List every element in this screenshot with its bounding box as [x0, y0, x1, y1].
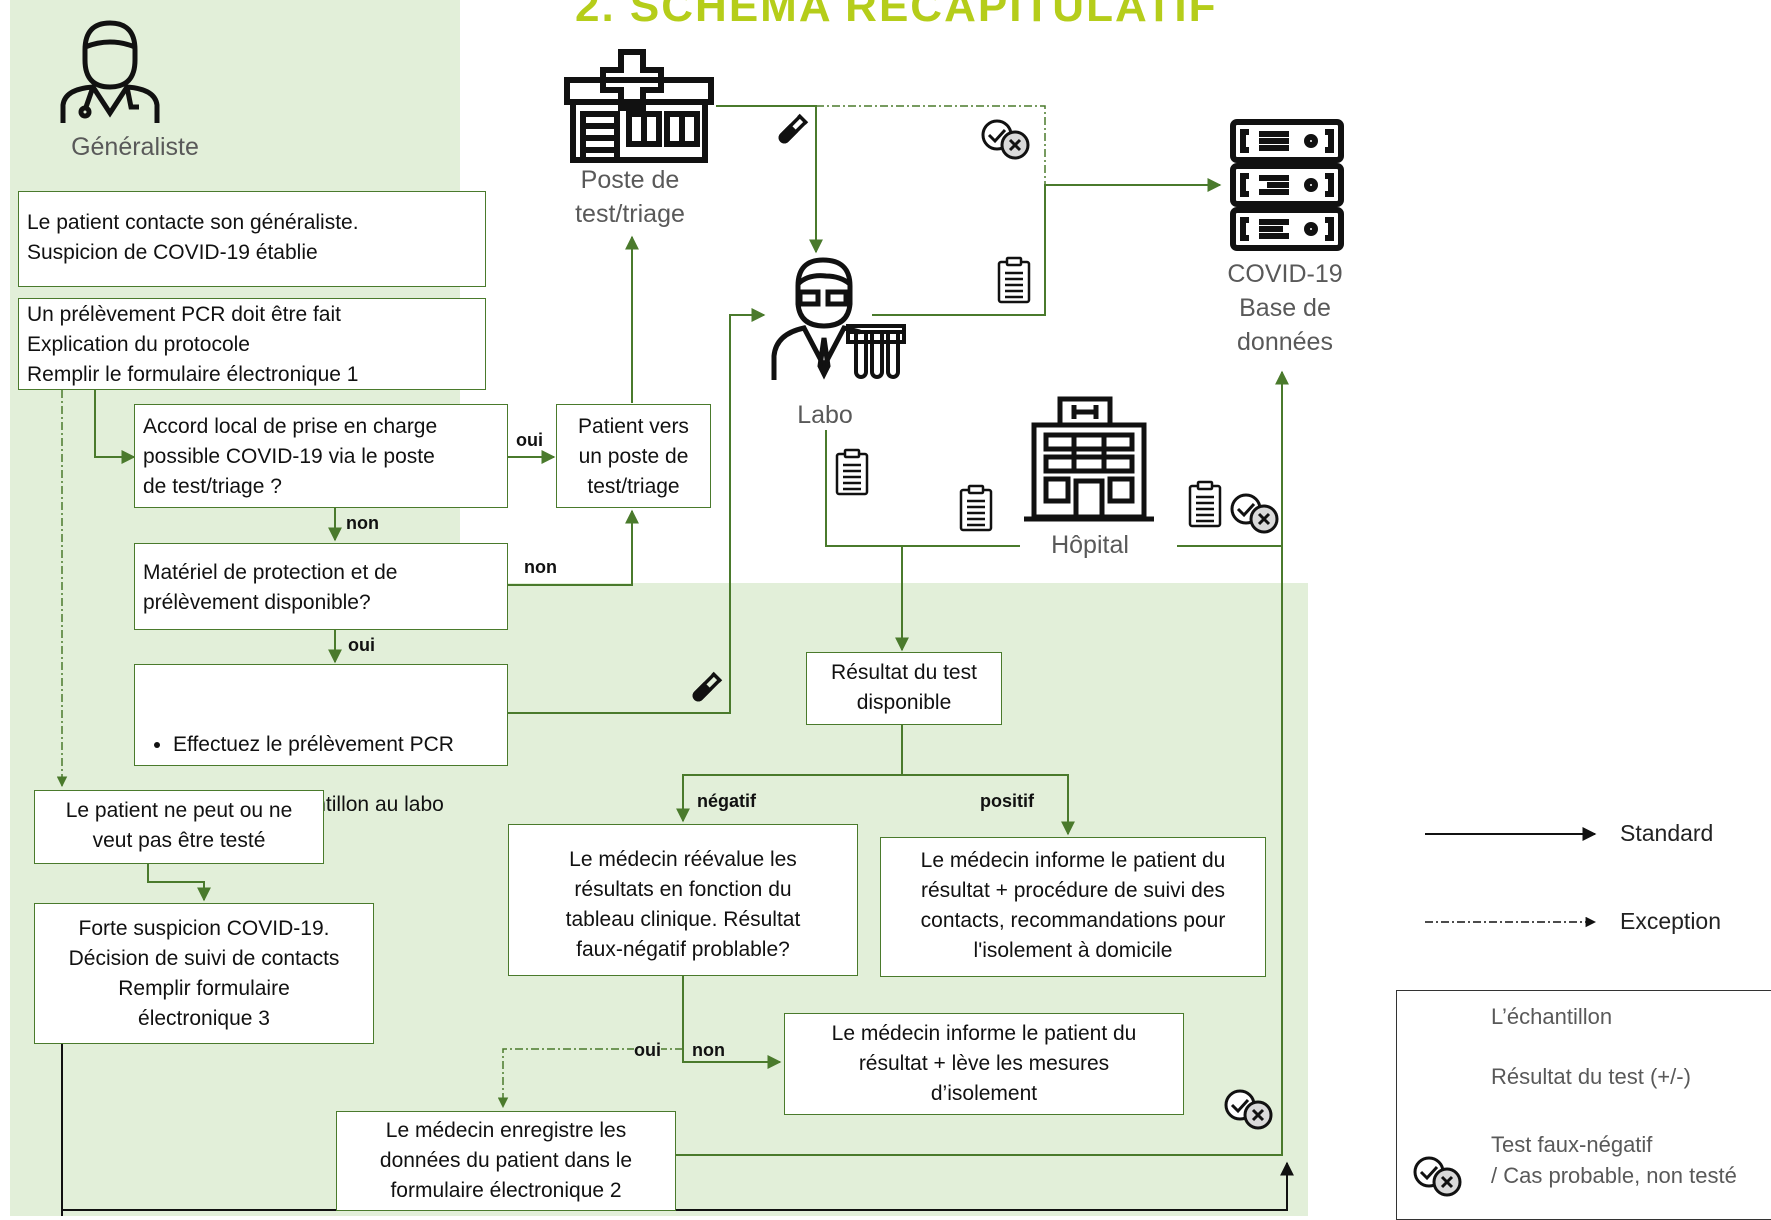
edge-pcr-accord — [94, 390, 136, 464]
box-contact: Le patient contacte son généraliste. Sus… — [18, 191, 486, 287]
label-oui-reeval: oui — [634, 1040, 661, 1061]
edge-effectuez-labo — [508, 308, 766, 714]
label-positif: positif — [980, 791, 1034, 811]
hospital-icon — [1024, 396, 1154, 522]
label-non-accord: non — [346, 513, 379, 533]
edge-enregistre-db — [675, 546, 1283, 1156]
box-resultat: Résultat du test disponible — [806, 652, 1002, 725]
edge-testpost-db-exception — [816, 105, 1046, 185]
box-reevalue: Le médecin réévalue les résultats en fon… — [508, 824, 858, 976]
clipboard-icon — [997, 256, 1031, 304]
clinic-icon — [564, 49, 714, 163]
check-cross-icon — [1224, 1089, 1273, 1130]
clipboard-icon — [959, 484, 993, 532]
box-patient-post: Patient vers un poste de test/triage — [556, 404, 711, 508]
label-oui-materiel: oui — [348, 635, 375, 655]
legend-result-label: Résultat du test (+/-) — [1491, 1064, 1691, 1089]
edge-labo-db — [872, 178, 1222, 316]
legend-false-negative-label: Test faux-négatif / Cas probable, non te… — [1491, 1132, 1737, 1188]
edge-reeval-oui — [497, 1048, 683, 1109]
check-cross-icon — [1413, 1156, 1462, 1197]
database-label: COVID-19 Base de données — [1227, 260, 1343, 356]
edge-materiel-non — [508, 509, 639, 586]
label-negatif: négatif — [697, 791, 757, 811]
box-accord: Accord local de prise en charge possible… — [134, 404, 508, 508]
clipboard-icon — [835, 448, 869, 496]
box-pcr: Un prélèvement PCR doit être fait Explic… — [18, 298, 486, 390]
label-oui-accord: oui — [516, 430, 543, 450]
box-effectuez: Effectuez le prélèvement PCR Envoyez l’é… — [134, 664, 508, 816]
lab-label: Labo — [797, 401, 853, 429]
edge-labo-resultat — [825, 430, 1020, 547]
effectuez-item-1: Effectuez le prélèvement PCR — [173, 730, 499, 760]
legend-standard-label: Standard — [1620, 820, 1714, 846]
edge-resultat-positif — [902, 774, 1075, 836]
legend-exception-label: Exception — [1620, 908, 1722, 934]
label-non-materiel: non — [524, 557, 557, 577]
database-server-icon — [1230, 119, 1344, 251]
check-cross-icon — [981, 119, 1030, 160]
hospital-label: Hôpital — [1051, 531, 1129, 559]
test-post-label: Poste de test/triage — [575, 166, 685, 228]
box-enregistre: Le médecin enregistre les données du pat… — [336, 1111, 676, 1211]
edge-cannot-forte — [147, 864, 211, 902]
page-title: 2. SCHEMA RECAPITULATIF — [575, 0, 1218, 31]
generalist-label: Généraliste — [71, 133, 199, 161]
box-forte: Forte suspicion COVID-19. Décision de su… — [34, 903, 374, 1044]
lab-doctor-icon — [771, 257, 906, 380]
legend-sample-label: L’échantillon — [1491, 1004, 1613, 1029]
label-non-reeval: non — [692, 1040, 725, 1060]
box-cannot-test: Le patient ne peut ou ne veut pas être t… — [34, 790, 324, 864]
test-tube-icon — [692, 671, 723, 702]
check-cross-icon — [1230, 493, 1279, 534]
box-materiel: Matériel de protection et de prélèvement… — [134, 543, 508, 630]
box-informe-pos: Le médecin informe le patient du résulta… — [880, 837, 1266, 977]
edge-resultat-split — [676, 725, 903, 823]
doctor-icon — [60, 20, 160, 123]
test-tube-icon — [778, 113, 809, 144]
box-informe-neg: Le médecin informe le patient du résulta… — [784, 1013, 1184, 1115]
clipboard-icon — [1188, 480, 1222, 528]
edge-reeval-non — [682, 976, 782, 1069]
